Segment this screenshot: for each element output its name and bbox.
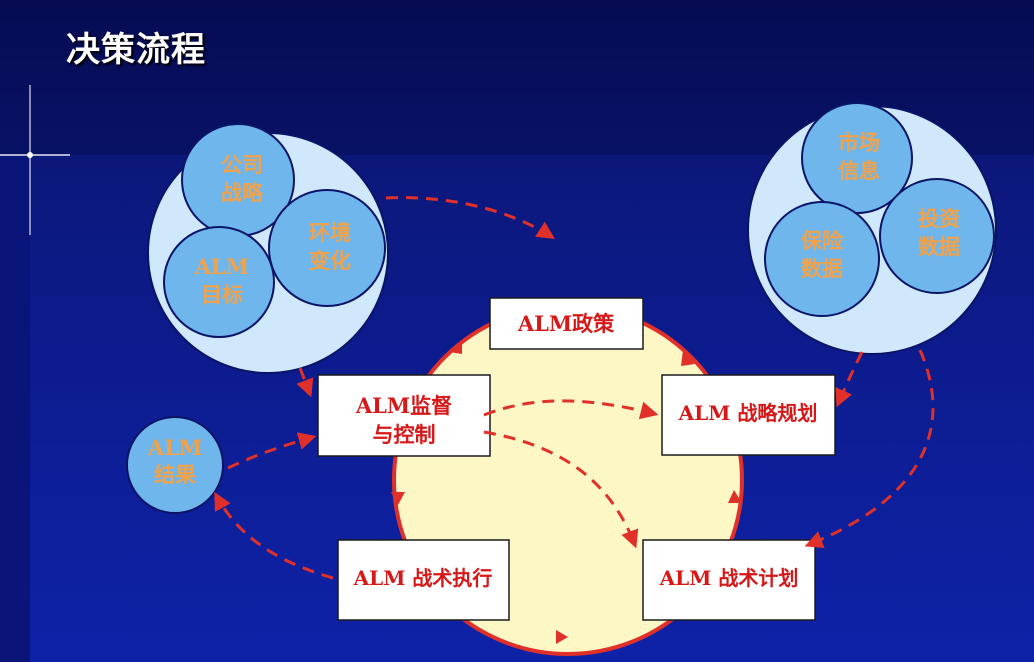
right-input-cluster: 市场 信息 投资 数据 保险 数据 xyxy=(747,102,997,355)
arrow-monitor-to-tactical-plan xyxy=(483,430,639,549)
tactical-plan-box: ALM 战术计划 xyxy=(642,539,816,621)
arrow-tactical-exec-to-result xyxy=(214,491,334,580)
alm-result-node: ALM 结果 xyxy=(126,416,224,514)
flow-arrows xyxy=(214,196,935,580)
tactical-exec-label: ALM 战术执行 xyxy=(353,566,493,590)
arrow-left-cluster-to-monitor xyxy=(296,367,314,398)
environment-change-label-2: 变化 xyxy=(309,249,351,273)
left-input-cluster: 公司 战略 环境 变化 ALM 目标 xyxy=(147,123,389,374)
monitor-control-box: ALM监督 与控制 xyxy=(317,374,491,457)
insurance-data-label-1: 保险 xyxy=(800,229,844,253)
arrow-right-cluster-to-tactical-plan xyxy=(804,349,935,548)
arrow-left-cluster-to-policy xyxy=(385,196,556,239)
insurance-data-circle xyxy=(764,201,880,317)
alm-goal-label-2: 目标 xyxy=(201,283,243,307)
arrow-right-cluster-to-strategic-plan xyxy=(835,351,864,408)
page-title: 决策流程 xyxy=(66,30,206,70)
investment-data-circle xyxy=(879,178,995,294)
monitor-control-label-1: ALM监督 xyxy=(355,393,452,418)
strategic-plan-box: ALM 战略规划 xyxy=(661,374,836,456)
market-info-label-1: 市场 xyxy=(838,131,880,155)
alm-result-circle xyxy=(126,416,224,514)
market-info-label-2: 信息 xyxy=(838,159,880,183)
policy-box-label: ALM政策 xyxy=(517,311,615,336)
investment-data-label-1: 投资 xyxy=(918,207,960,231)
strategic-plan-label: ALM 战略规划 xyxy=(678,401,818,425)
monitor-control-label-2: 与控制 xyxy=(373,423,436,447)
company-strategy-label-2: 战略 xyxy=(221,181,264,205)
investment-data-label-2: 数据 xyxy=(918,235,960,259)
arrow-monitor-to-strategic-plan xyxy=(483,399,659,420)
tactical-exec-box: ALM 战术执行 xyxy=(337,539,510,621)
background-left-band xyxy=(0,155,30,662)
environment-change-label-1: 环境 xyxy=(309,221,351,245)
sparkle-decoration xyxy=(0,85,70,235)
alm-goal-label-1: ALM xyxy=(194,254,249,279)
alm-goal-circle xyxy=(163,226,275,338)
environment-change-circle xyxy=(268,189,386,307)
arrow-result-to-monitor xyxy=(227,432,317,470)
tactical-plan-label: ALM 战术计划 xyxy=(659,566,799,590)
cycle-arrowheads xyxy=(391,340,742,644)
policy-box: ALM政策 xyxy=(489,297,644,350)
alm-result-label-2: 结果 xyxy=(154,463,196,487)
insurance-data-label-2: 数据 xyxy=(801,257,843,281)
company-strategy-label-1: 公司 xyxy=(221,153,263,177)
alm-result-label-1: ALM xyxy=(147,435,202,460)
